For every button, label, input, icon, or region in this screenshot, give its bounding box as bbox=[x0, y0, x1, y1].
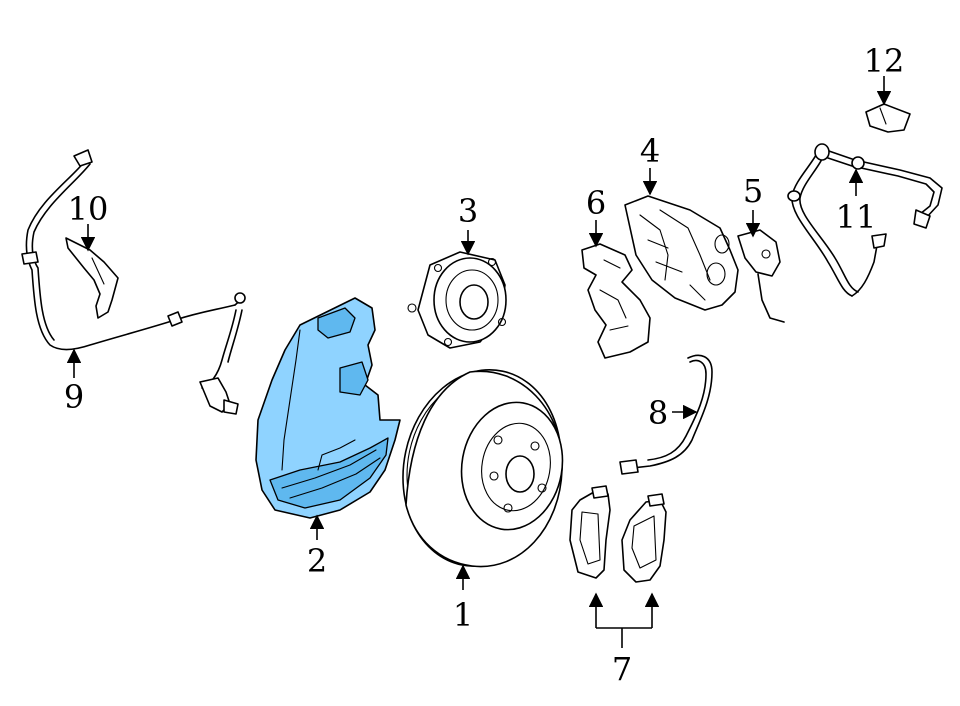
part-11-brake-hose[interactable] bbox=[787, 143, 943, 297]
part-7-brake-pad-right[interactable] bbox=[621, 493, 667, 583]
label-part-9: 9 bbox=[64, 378, 84, 416]
part-1-brake-rotor[interactable] bbox=[385, 355, 579, 581]
callout-arrows bbox=[66, 76, 892, 648]
label-part-8: 8 bbox=[648, 394, 668, 432]
label-part-5: 5 bbox=[743, 172, 763, 210]
part-2-splash-shield[interactable] bbox=[255, 297, 401, 519]
label-part-3: 3 bbox=[458, 192, 478, 230]
part-6-caliper-bracket[interactable] bbox=[581, 243, 651, 359]
label-part-1: 1 bbox=[453, 596, 473, 634]
part-8-wear-sensor[interactable] bbox=[619, 354, 713, 475]
label-part-2: 2 bbox=[307, 542, 327, 580]
part-7-brake-pad-left[interactable] bbox=[569, 485, 611, 579]
label-part-7: 7 bbox=[612, 650, 632, 688]
label-part-11: 11 bbox=[836, 198, 877, 236]
part-10-sensor-bracket[interactable] bbox=[65, 237, 119, 319]
part-4-brake-caliper[interactable] bbox=[624, 195, 739, 311]
label-part-10: 10 bbox=[68, 190, 109, 228]
callout-labels: 1 2 3 4 5 6 7 8 9 10 11 12 bbox=[64, 42, 905, 688]
part-5-clip[interactable] bbox=[737, 229, 785, 323]
part-9-abs-sensor-harness[interactable] bbox=[21, 149, 246, 415]
label-part-12: 12 bbox=[864, 42, 905, 80]
label-part-6: 6 bbox=[586, 184, 606, 222]
part-3-wheel-hub[interactable] bbox=[407, 251, 507, 349]
label-part-4: 4 bbox=[640, 132, 660, 170]
part-12-clip[interactable] bbox=[865, 103, 911, 133]
